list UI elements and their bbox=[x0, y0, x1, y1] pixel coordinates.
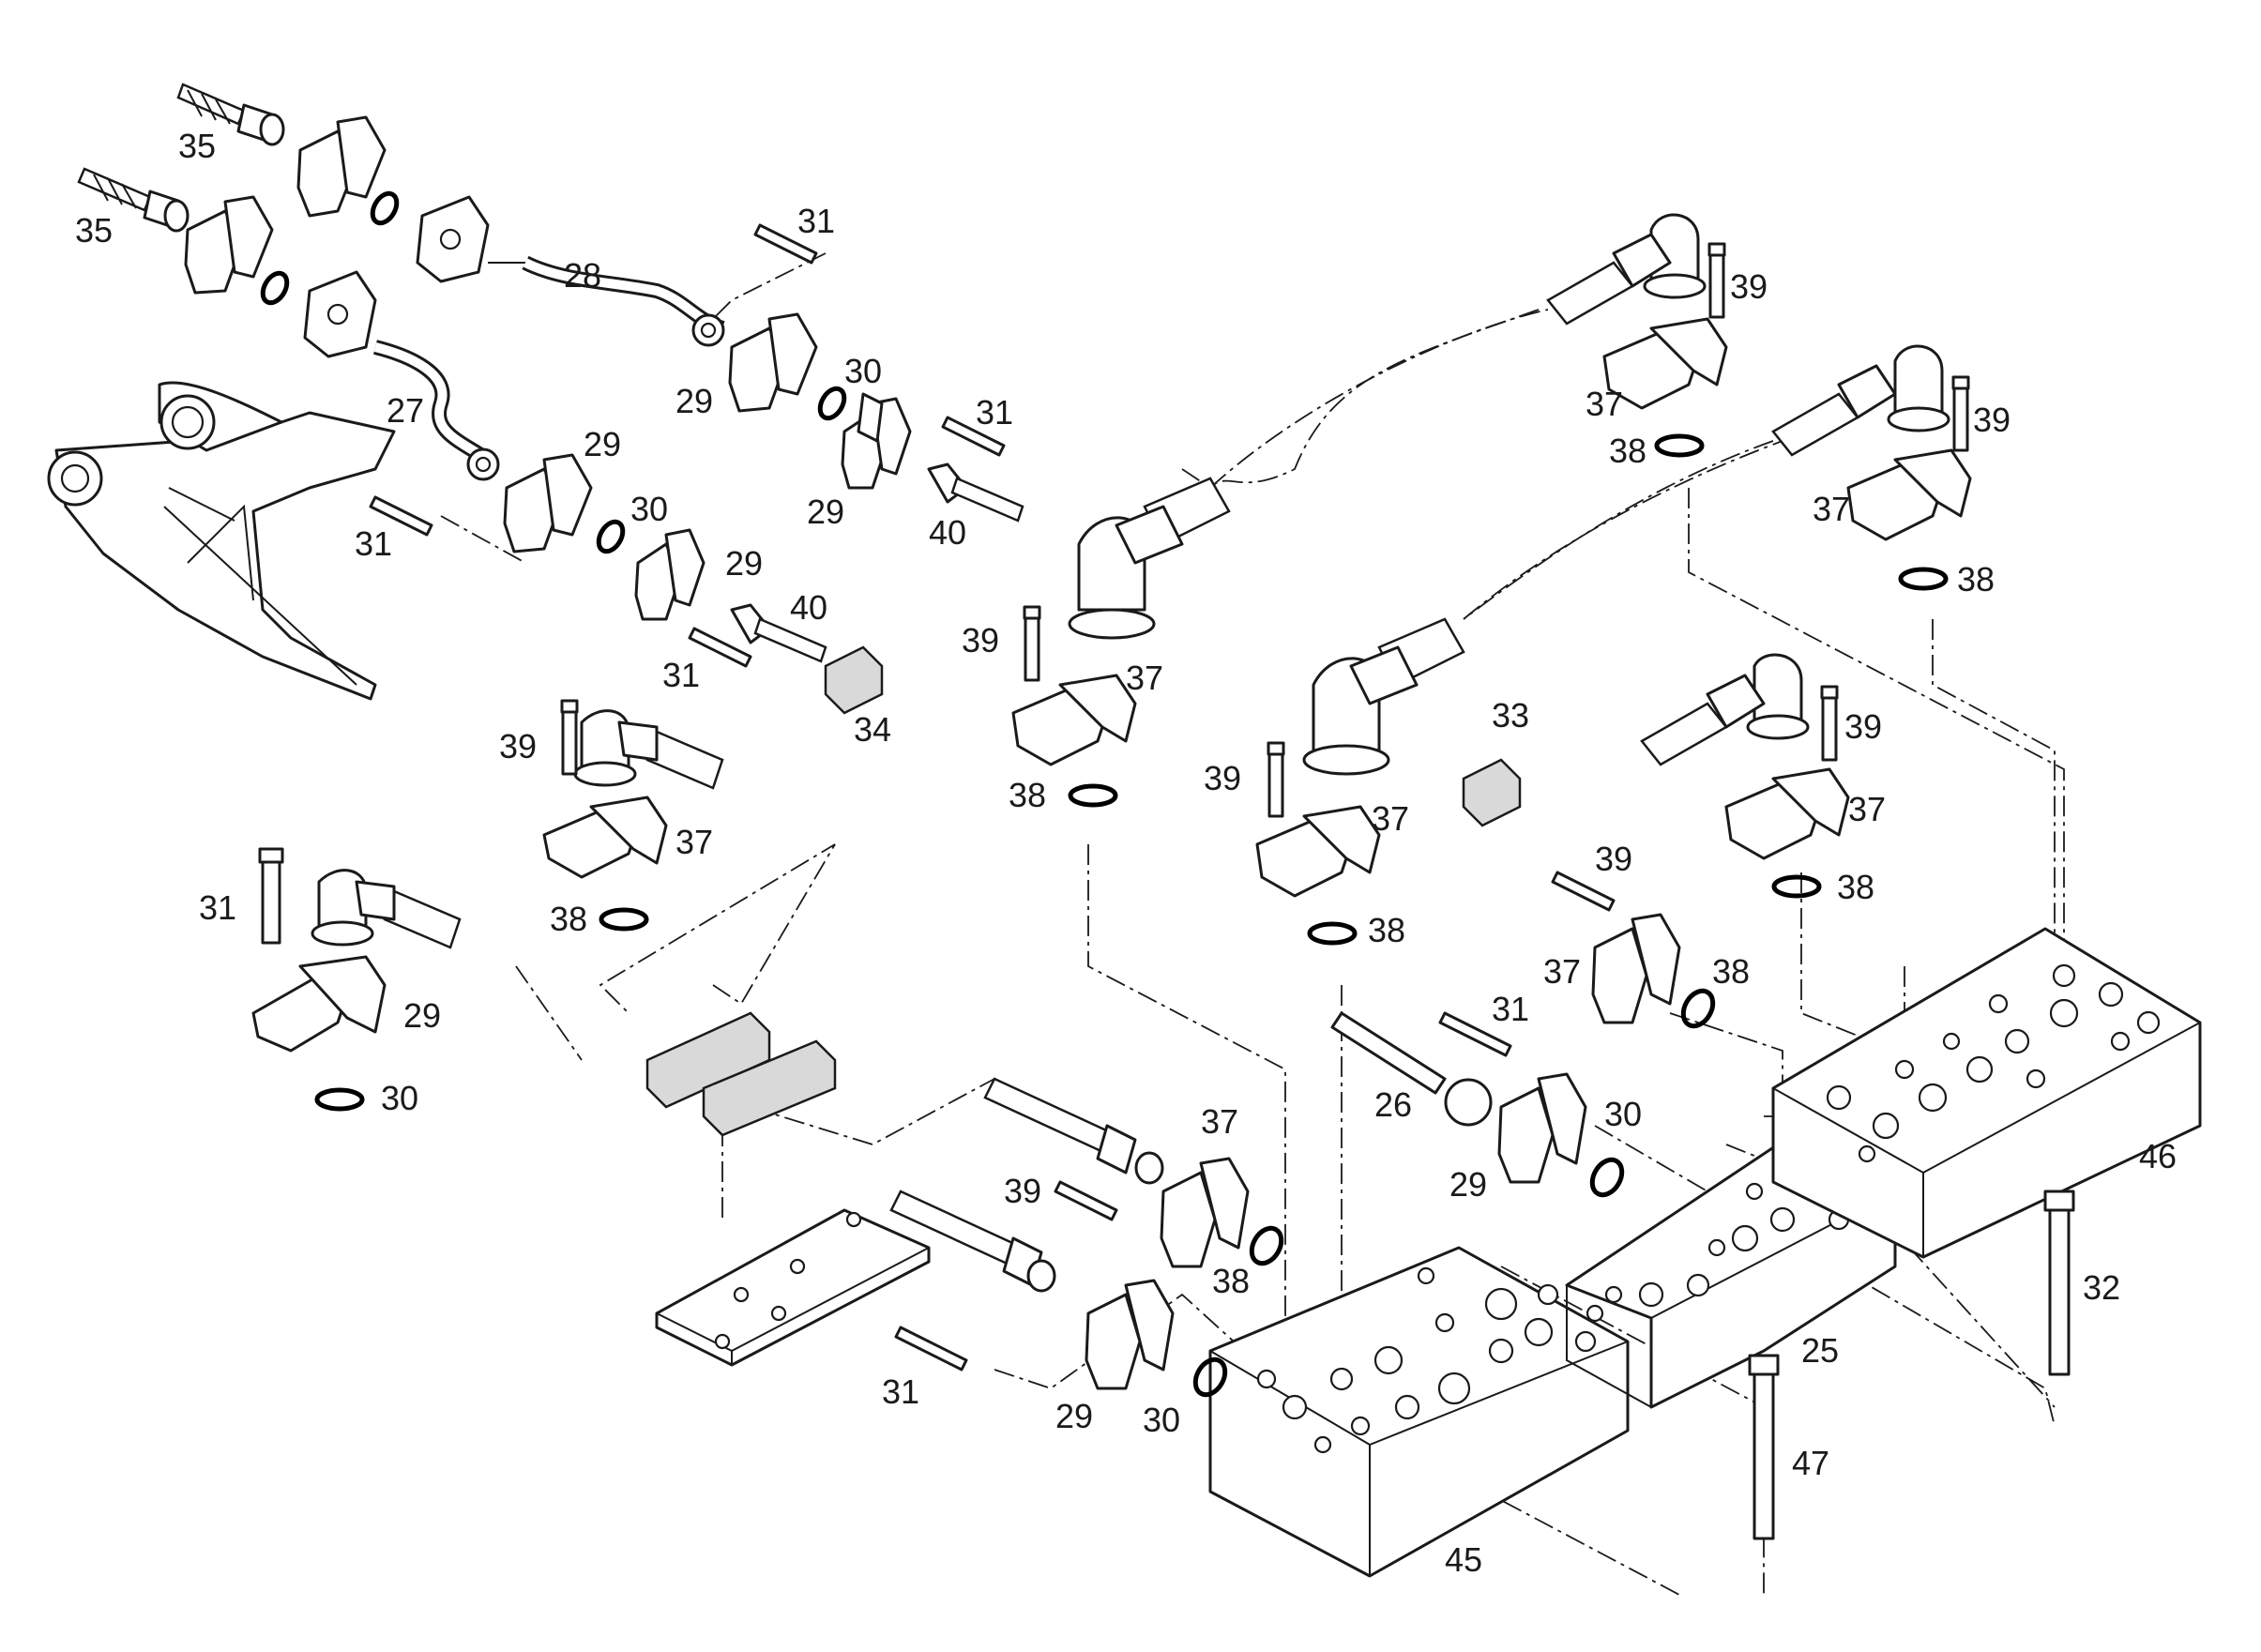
label-29-top: 29 bbox=[675, 382, 713, 420]
label-37-right: 37 bbox=[1813, 490, 1850, 528]
label-30-top: 30 bbox=[844, 352, 882, 390]
label-27: 27 bbox=[387, 391, 424, 430]
part-number-labels: 35 35 28 27 31 31 31 31 31 31 31 29 29 2… bbox=[75, 127, 2177, 1579]
label-31-arm: 31 bbox=[355, 524, 392, 563]
tube-27 bbox=[303, 270, 500, 481]
label-30-right: 30 bbox=[1604, 1095, 1642, 1133]
label-28: 28 bbox=[564, 256, 601, 295]
label-39-block: 39 bbox=[1595, 840, 1632, 878]
label-37-center: 37 bbox=[1126, 659, 1163, 697]
label-38-right-lower: 38 bbox=[1837, 868, 1874, 906]
bolts bbox=[258, 223, 2075, 1540]
pipe-clamps bbox=[645, 645, 1522, 1137]
label-39-plate: 39 bbox=[1004, 1172, 1041, 1210]
label-31-left: 31 bbox=[199, 888, 236, 927]
label-38-center: 38 bbox=[1009, 776, 1046, 814]
label-31-bottom: 31 bbox=[882, 1372, 919, 1411]
manifold-block-46 bbox=[1771, 927, 2202, 1259]
hose-fitting-35-lower bbox=[77, 167, 190, 233]
label-29-lower: 29 bbox=[1449, 1165, 1487, 1204]
manifold-46-ports bbox=[1826, 963, 2161, 1163]
label-33: 33 bbox=[1492, 696, 1529, 735]
label-40-mid: 40 bbox=[790, 588, 827, 627]
label-38-arm: 38 bbox=[550, 900, 587, 938]
label-31-mid: 31 bbox=[662, 656, 700, 694]
label-30-mid: 30 bbox=[630, 490, 668, 528]
label-37-top: 37 bbox=[1586, 385, 1623, 423]
elbow-fittings bbox=[311, 213, 1950, 949]
hose-fitting-35-upper bbox=[176, 83, 285, 146]
label-38-right: 38 bbox=[1957, 560, 1995, 599]
label-39-center: 39 bbox=[962, 621, 999, 659]
swing-arm bbox=[47, 381, 396, 701]
label-47: 47 bbox=[1792, 1444, 1829, 1482]
label-35-upper: 35 bbox=[178, 127, 216, 165]
label-40-top: 40 bbox=[929, 513, 966, 552]
label-29-mid: 29 bbox=[807, 493, 844, 531]
flange-clamps bbox=[184, 115, 1972, 1390]
label-37-arm: 37 bbox=[675, 823, 713, 861]
label-29-center: 29 bbox=[725, 544, 763, 583]
label-39-mid: 39 bbox=[1204, 759, 1241, 797]
hoses-near-plate bbox=[889, 1077, 1164, 1293]
label-26: 26 bbox=[1374, 1085, 1412, 1124]
label-38-lower: 38 bbox=[1212, 1262, 1250, 1300]
hose-fittings-40 bbox=[730, 462, 1024, 663]
label-37-mid: 37 bbox=[1372, 799, 1409, 838]
label-46: 46 bbox=[2139, 1137, 2177, 1175]
manifold-45-ports bbox=[1256, 1266, 1604, 1454]
label-32: 32 bbox=[2083, 1268, 2120, 1307]
label-38-top: 38 bbox=[1609, 432, 1646, 470]
label-30-left: 30 bbox=[381, 1079, 418, 1117]
tube-28 bbox=[416, 195, 725, 347]
label-30-bottom: 30 bbox=[1143, 1401, 1180, 1439]
label-38-mid: 38 bbox=[1368, 911, 1405, 949]
label-39-right: 39 bbox=[1973, 401, 2011, 439]
label-39-right-lower: 39 bbox=[1844, 707, 1882, 746]
o-rings bbox=[260, 190, 1949, 1398]
label-37-lower: 37 bbox=[1201, 1102, 1238, 1141]
label-31-top: 31 bbox=[797, 202, 835, 240]
label-29-arm: 29 bbox=[584, 425, 621, 463]
label-29-left: 29 bbox=[403, 996, 441, 1035]
label-38-block: 38 bbox=[1712, 952, 1750, 991]
label-37-block: 37 bbox=[1543, 952, 1581, 991]
mounting-plate bbox=[655, 1208, 931, 1367]
label-31-right: 31 bbox=[976, 393, 1013, 432]
label-39-top: 39 bbox=[1730, 267, 1768, 306]
label-37-right-lower: 37 bbox=[1848, 790, 1886, 828]
label-45: 45 bbox=[1445, 1540, 1482, 1579]
label-35-lower: 35 bbox=[75, 211, 113, 250]
label-34: 34 bbox=[854, 710, 891, 749]
label-39-arm: 39 bbox=[499, 727, 537, 765]
label-25: 25 bbox=[1801, 1331, 1839, 1370]
label-29-bottom: 29 bbox=[1055, 1397, 1093, 1435]
manifold-block-45 bbox=[1208, 1246, 1630, 1578]
label-31-center: 31 bbox=[1492, 990, 1529, 1028]
